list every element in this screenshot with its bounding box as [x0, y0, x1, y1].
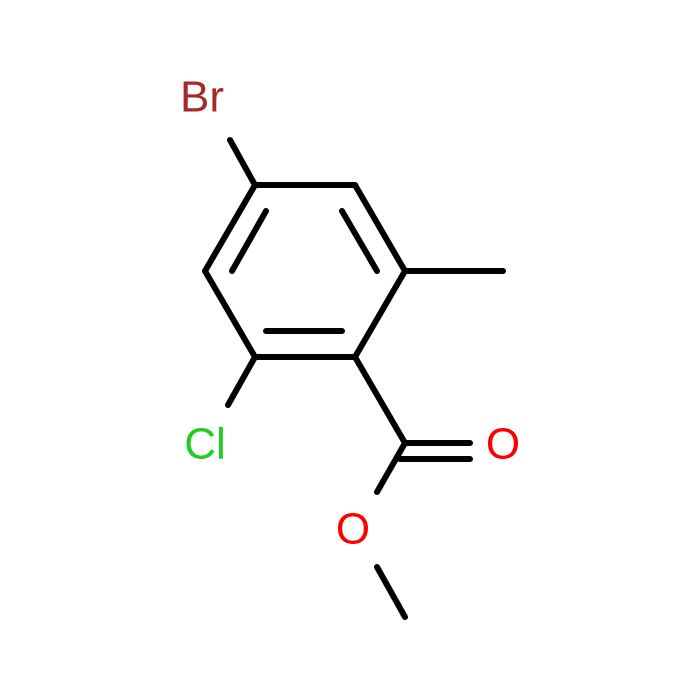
ester-oxygen-to-methyl-bond [374, 564, 408, 620]
bromine-atom-label: Br [180, 73, 224, 122]
carbon-to-ester-oxygen-bond [374, 440, 408, 495]
chlorine-bond [225, 354, 258, 408]
ring-bond-lower-left [202, 268, 258, 360]
ring-inner-double-bond-left [229, 208, 269, 274]
ester-oxygen-label: O [336, 505, 370, 554]
ring-bond-lower-right [352, 268, 408, 360]
bromine-bond [227, 137, 258, 188]
ring-bond-upper-right [352, 182, 408, 274]
ring-bond-upper-left [202, 182, 258, 274]
chlorine-atom-label: Cl [184, 420, 226, 469]
ring-inner-double-bond-right [339, 208, 380, 274]
carbonyl-oxygen-label: O [486, 420, 520, 469]
ring-to-carbonyl-bond [352, 354, 408, 446]
